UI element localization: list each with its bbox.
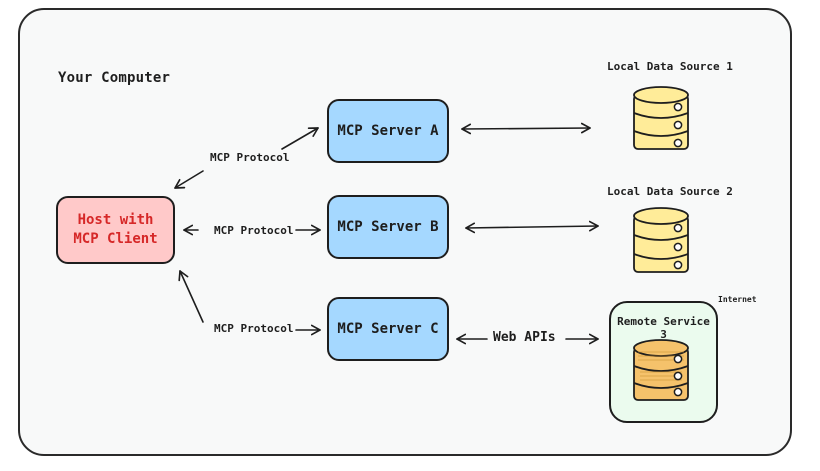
local-data-source-2-label: Local Data Source 2: [607, 185, 733, 198]
internet-label: Internet: [718, 295, 757, 304]
arrow-server-b-data-source-2: [465, 220, 599, 234]
mcp-server-a-label: MCP Server A: [337, 123, 439, 139]
mcp-server-c-label: MCP Server C: [337, 321, 439, 337]
web-apis-label: Web APIs: [491, 330, 558, 345]
local-data-source-1-label: Local Data Source 1: [607, 60, 733, 73]
protocol-label-b: MCP Protocol: [214, 224, 294, 237]
host-label-line1: Host with: [77, 212, 154, 228]
arrow-host-server-c-up: [178, 270, 204, 323]
mcp-server-b-label: MCP Server B: [337, 219, 439, 235]
protocol-label-a: MCP Protocol: [210, 151, 290, 164]
database-icon: [633, 207, 689, 273]
mcp-server-a-box: MCP Server A: [327, 99, 449, 163]
remote-service-3-label: Remote Service 3: [617, 315, 710, 341]
arrow-host-server-a: [174, 170, 204, 189]
arrow-server-a-data-source-1: [461, 122, 591, 135]
arrow-host-server-a-tip: [281, 127, 319, 150]
host-with-mcp-client-box: Host with MCP Client: [56, 196, 175, 264]
database-icon: [633, 339, 689, 401]
protocol-label-c: MCP Protocol: [214, 322, 294, 335]
host-label-line2: MCP Client: [73, 231, 158, 247]
your-computer-label: Your Computer: [58, 70, 171, 86]
mcp-server-b-box: MCP Server B: [327, 195, 449, 259]
remote-service-3-box: Remote Service 3: [609, 301, 718, 423]
database-icon: [633, 86, 689, 150]
mcp-server-c-box: MCP Server C: [327, 297, 449, 361]
